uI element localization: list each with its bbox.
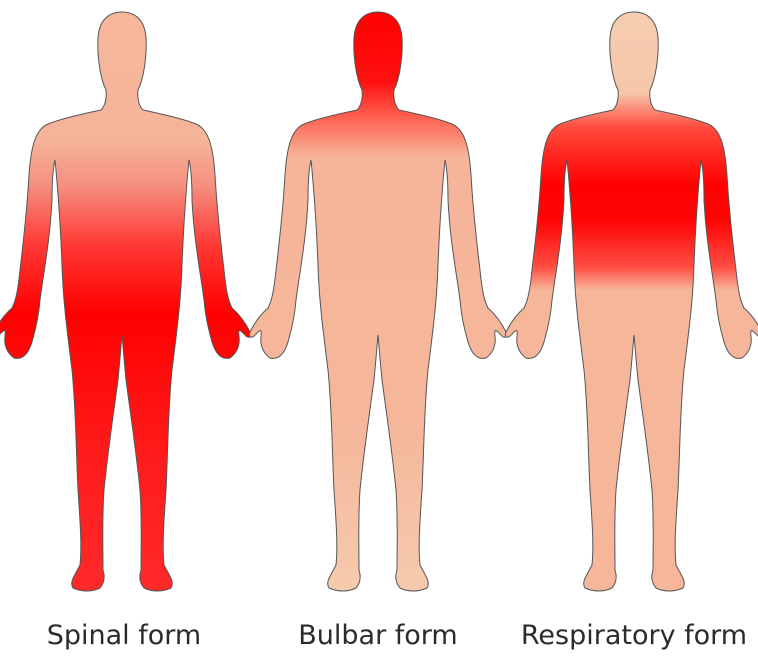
caption-spinal-form: Spinal form [4,622,244,649]
figure-respiratory [505,12,758,591]
diagram-canvas [0,0,758,600]
body-silhouette-spinal [0,12,251,591]
body-silhouette-respiratory [505,12,758,591]
figure-bulbar [249,12,506,591]
figure-spinal [0,12,251,591]
caption-bulbar-form: Bulbar form [258,622,498,649]
captions-row: Spinal form Bulbar form Respiratory form [0,622,758,662]
body-silhouette-bulbar [249,12,506,591]
caption-respiratory-form: Respiratory form [514,622,754,649]
